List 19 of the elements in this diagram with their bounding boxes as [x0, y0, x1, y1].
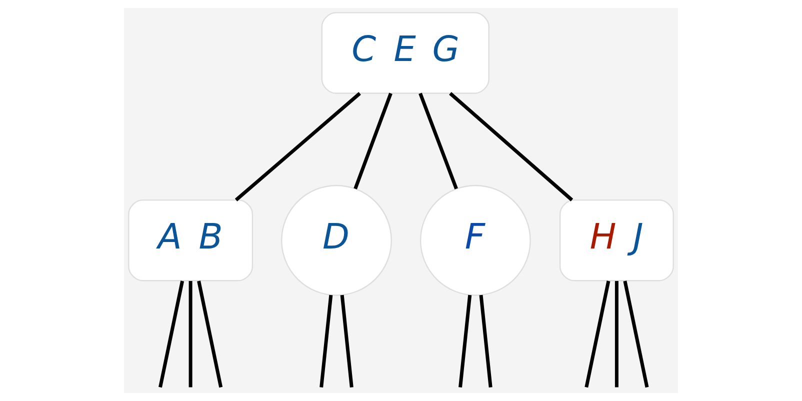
- connector: [458, 294, 472, 388]
- connector: [158, 280, 184, 388]
- node-circle: F: [420, 184, 531, 296]
- connector: [449, 92, 574, 202]
- connector: [340, 294, 354, 388]
- node-box: A B: [128, 200, 254, 282]
- connector: [320, 294, 333, 388]
- connector: [418, 92, 458, 190]
- connector: [188, 281, 192, 388]
- connector: [614, 281, 618, 388]
- connector: [584, 280, 610, 388]
- connector: [623, 280, 649, 388]
- node-box: C E G: [321, 12, 490, 94]
- connector: [354, 92, 392, 190]
- connector: [234, 92, 361, 202]
- node-circle: D: [281, 184, 392, 296]
- connector: [479, 294, 492, 388]
- connector: [197, 280, 223, 388]
- node-box: H J: [560, 200, 674, 282]
